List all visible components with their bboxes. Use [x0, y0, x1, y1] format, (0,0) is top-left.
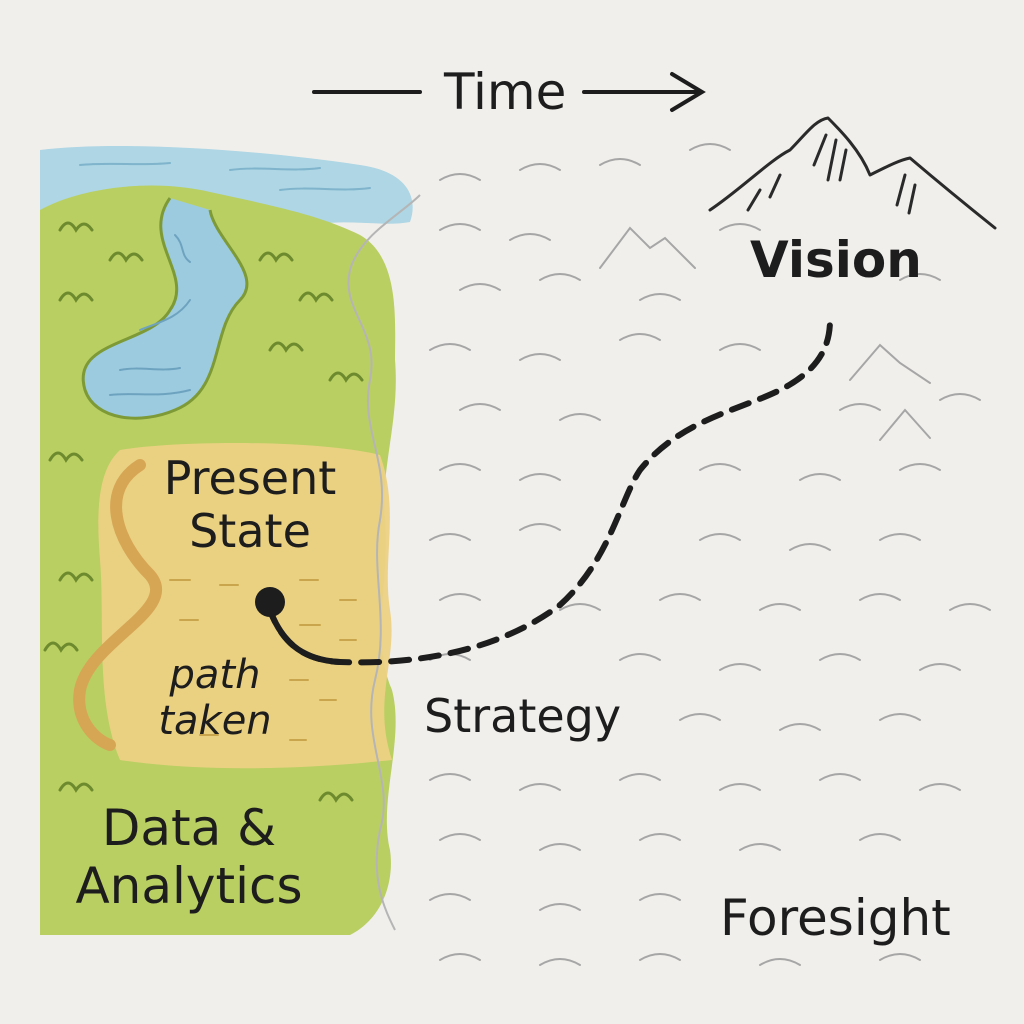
vision-label: Vision: [750, 232, 922, 290]
foresight-label: Foresight: [720, 890, 951, 948]
mountain-icon: [710, 118, 995, 228]
data-analytics-label: Data & Analytics: [64, 800, 314, 915]
time-label: Time: [444, 64, 566, 122]
present-state-marker: [255, 587, 285, 617]
strategy-label: Strategy: [424, 690, 621, 743]
path-taken-label: path taken: [152, 652, 278, 744]
present-state-label: Present State: [150, 452, 350, 558]
